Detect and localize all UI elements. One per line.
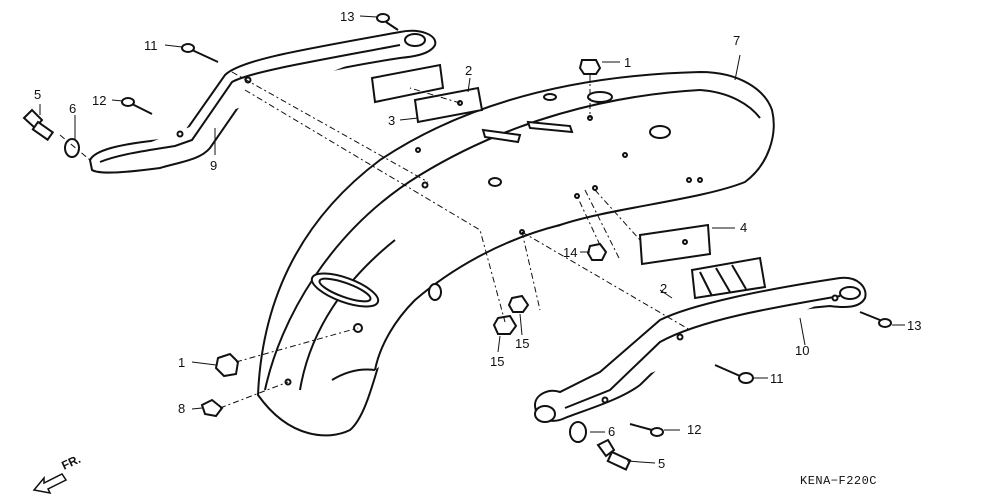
callout-10: 10 bbox=[795, 343, 809, 358]
bolt-5-right bbox=[596, 438, 632, 471]
front-direction-indicator: FR. bbox=[32, 452, 83, 495]
callout-1-top: 1 bbox=[624, 55, 631, 70]
callout-13-left: 13 bbox=[340, 9, 354, 24]
bolt-12-right bbox=[629, 423, 664, 437]
callout-7: 7 bbox=[733, 33, 740, 48]
nut-15-left bbox=[492, 314, 518, 335]
leader-lines bbox=[39, 15, 905, 464]
callout-1-lower: 1 bbox=[178, 355, 185, 370]
bolt-13-left bbox=[376, 13, 399, 31]
collar-6-left bbox=[64, 138, 80, 158]
assembly-lines bbox=[59, 71, 691, 409]
callout-13-right: 13 bbox=[907, 318, 921, 333]
right-grab-stay bbox=[533, 276, 867, 423]
screw-8 bbox=[200, 398, 224, 418]
callout-9: 9 bbox=[210, 158, 217, 173]
callout-3: 3 bbox=[388, 113, 395, 128]
callout-2-side: 2 bbox=[660, 281, 667, 296]
front-label: FR. bbox=[59, 452, 82, 473]
nut-14 bbox=[586, 242, 608, 261]
callout-12-right: 12 bbox=[687, 422, 701, 437]
nut-15-right bbox=[507, 294, 530, 313]
bolt-5-left bbox=[22, 108, 55, 142]
callout-labels: 1 1 2 2 3 4 5 5 6 6 7 8 9 10 11 11 12 12… bbox=[34, 9, 921, 471]
reflector-plate-upper bbox=[413, 86, 484, 124]
collar-6-right bbox=[569, 421, 587, 443]
callout-2-upper: 2 bbox=[465, 63, 472, 78]
callout-4: 4 bbox=[740, 220, 747, 235]
callout-11-left: 11 bbox=[144, 38, 158, 53]
diagram-code: KENA−F220C bbox=[800, 474, 877, 488]
callout-5-left: 5 bbox=[34, 87, 41, 102]
callout-14: 14 bbox=[563, 245, 577, 260]
nut-1-top bbox=[578, 59, 602, 75]
rear-reflector-upper bbox=[370, 63, 445, 104]
bolt-12-left bbox=[121, 97, 153, 115]
callout-15-left: 15 bbox=[490, 354, 504, 369]
callout-15-right: 15 bbox=[515, 336, 529, 351]
front-arrow-icon bbox=[32, 473, 68, 495]
bolt-13-right bbox=[859, 311, 892, 328]
callout-12-left: 12 bbox=[92, 93, 106, 108]
callout-11-right: 11 bbox=[770, 371, 784, 386]
callout-8: 8 bbox=[178, 401, 185, 416]
nut-1-lower bbox=[214, 352, 240, 378]
callout-6-right: 6 bbox=[608, 424, 615, 439]
bolt-11-right bbox=[714, 364, 754, 384]
left-grab-stay bbox=[88, 29, 437, 174]
callout-5-right: 5 bbox=[658, 456, 665, 471]
side-reflector bbox=[690, 256, 767, 300]
bolt-11-left bbox=[181, 43, 219, 63]
reflector-plate-side bbox=[638, 223, 712, 266]
callout-6-left: 6 bbox=[69, 101, 76, 116]
